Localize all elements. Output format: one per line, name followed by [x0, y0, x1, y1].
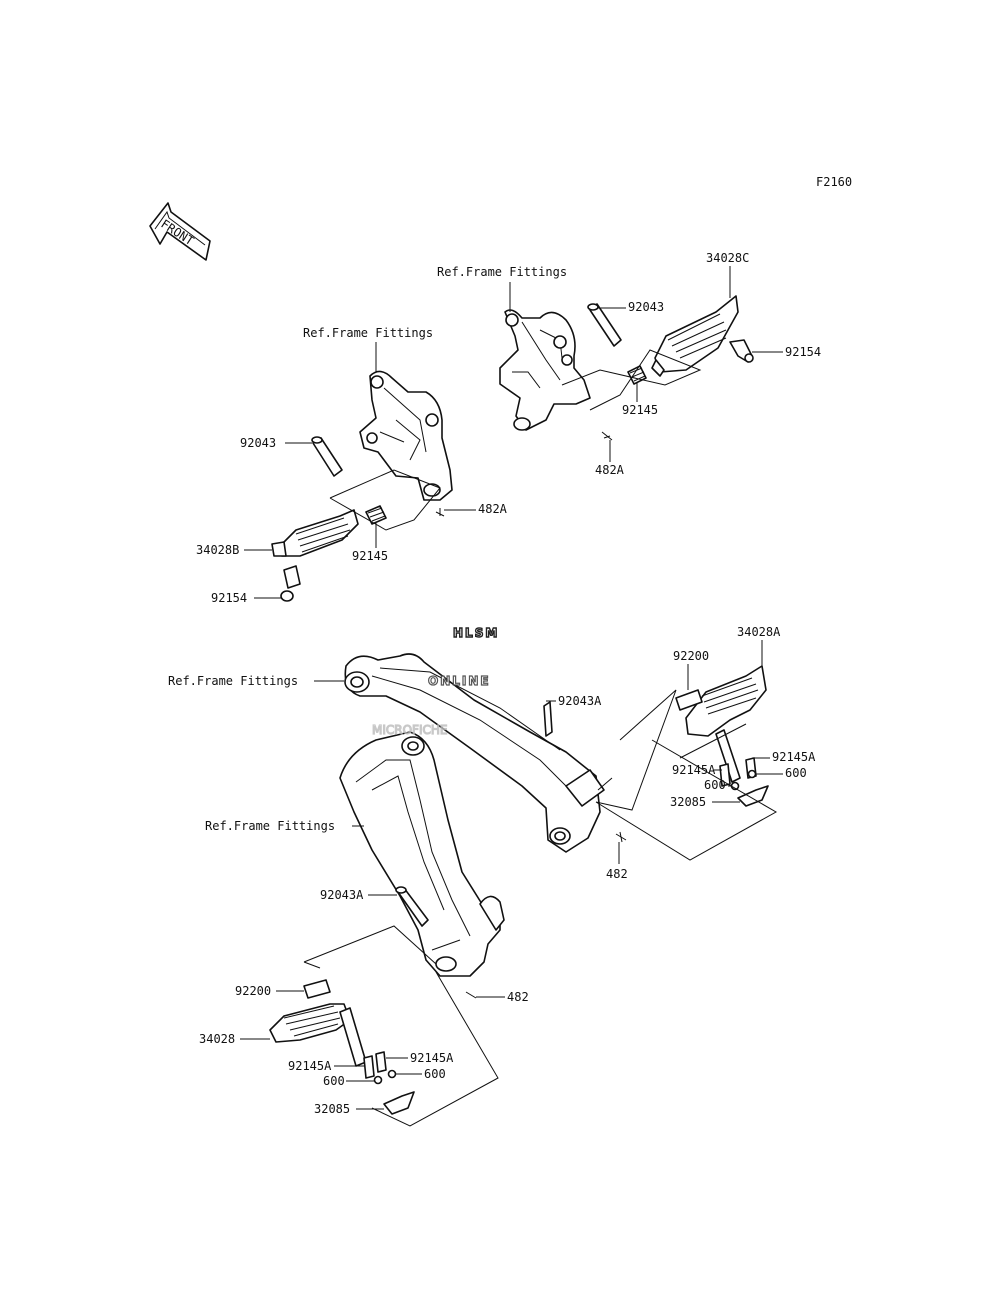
springs-92145A-left — [363, 1051, 387, 1079]
label-92145A-left-1: 92145A — [288, 1059, 332, 1073]
label-92145-right: 92145 — [622, 403, 658, 417]
passenger-bracket-left — [339, 731, 505, 977]
rider-bracket-right — [499, 309, 591, 431]
pin-92043-left — [311, 436, 343, 477]
passenger-bracket-right — [344, 653, 605, 853]
label-92145A-right-1: 92145A — [772, 750, 816, 764]
label-ref-frame-4: Ref.Frame Fittings — [205, 819, 335, 833]
label-600-left-1: 600 — [323, 1074, 345, 1088]
label-92145-left: 92145 — [352, 549, 388, 563]
footpeg-34028 — [269, 1003, 367, 1067]
pin-92043A-right — [543, 701, 553, 737]
washer-92200-left — [303, 979, 331, 999]
spring-92145-left — [365, 505, 387, 525]
bolt-92154-right — [729, 339, 754, 363]
rider-bracket-left — [359, 370, 453, 501]
label-92043A-right: 92043A — [558, 694, 602, 708]
diagram-code: F2160 — [816, 175, 852, 189]
front-direction-arrow-icon: FRONT — [149, 202, 211, 261]
pin-92043A-left — [395, 886, 429, 927]
label-92043-right: 92043 — [628, 300, 664, 314]
cotter-482A-left — [435, 508, 445, 517]
detent-32085-left — [383, 1091, 415, 1115]
watermark-line-1: HLSM — [453, 626, 499, 640]
watermark-line-2: ONLINE — [428, 674, 491, 688]
balls-600-left — [373, 1069, 397, 1085]
label-92145A-right-2: 92145A — [672, 763, 716, 777]
label-ref-frame-2: Ref.Frame Fittings — [303, 326, 433, 340]
cotter-482-right — [615, 831, 627, 843]
label-92043A-left: 92043A — [320, 888, 364, 902]
label-34028C: 34028C — [706, 251, 749, 265]
label-482A-right: 482A — [595, 463, 625, 477]
pin-92043-right — [587, 303, 622, 347]
detent-32085-right — [737, 785, 769, 807]
cotter-482A-right — [601, 431, 613, 441]
label-ref-frame-3: Ref.Frame Fittings — [168, 674, 298, 688]
bolt-92154-left — [280, 565, 301, 602]
balls-600-right — [730, 769, 757, 791]
label-34028B: 34028B — [196, 543, 239, 557]
label-482A-left: 482A — [478, 502, 508, 516]
label-92154-left: 92154 — [211, 591, 247, 605]
label-34028A: 34028A — [737, 625, 781, 639]
label-600-right-1: 600 — [785, 766, 807, 780]
label-ref-frame-1: Ref.Frame Fittings — [437, 265, 567, 279]
watermark-line-3: MICROFICHE — [372, 723, 447, 737]
footpeg-34028C — [651, 295, 739, 377]
label-92200-left: 92200 — [235, 984, 271, 998]
label-34028: 34028 — [199, 1032, 235, 1046]
label-92145A-left-2: 92145A — [410, 1051, 454, 1065]
label-600-right-2: 600 — [704, 778, 726, 792]
footpeg-34028B — [271, 509, 359, 557]
label-32085-right: 32085 — [670, 795, 706, 809]
cotter-482-left — [465, 991, 477, 999]
label-92154-right: 92154 — [785, 345, 821, 359]
label-92043-left: 92043 — [240, 436, 276, 450]
watermark: HLSM ONLINE MICROFICHE — [371, 625, 499, 737]
footpeg-34028A — [685, 665, 767, 783]
washer-92200-right — [675, 689, 703, 711]
label-92200-right: 92200 — [673, 649, 709, 663]
label-482-right: 482 — [606, 867, 628, 881]
label-482-left: 482 — [507, 990, 529, 1004]
label-32085-left: 32085 — [314, 1102, 350, 1116]
label-600-left-2: 600 — [424, 1067, 446, 1081]
